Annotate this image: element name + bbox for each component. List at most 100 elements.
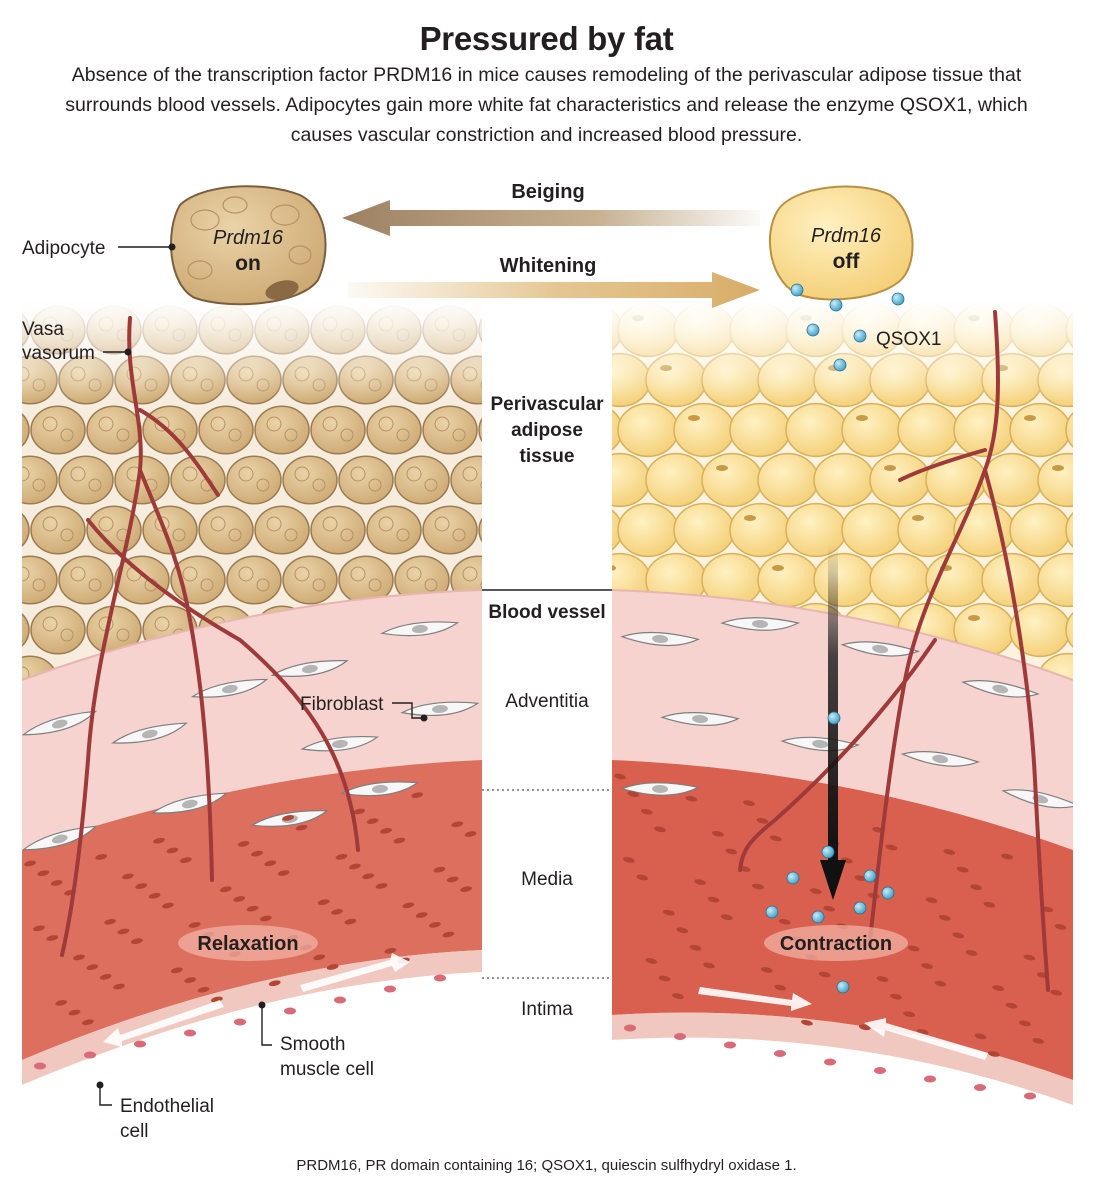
nucleus xyxy=(856,415,868,421)
smooth-muscle-nucleus xyxy=(95,854,108,860)
fibroblast-nucleus xyxy=(411,624,428,634)
beige-adipocyte xyxy=(22,413,30,447)
smooth-muscle-nucleus xyxy=(117,928,130,935)
lipid-droplet xyxy=(368,578,382,592)
right-panel xyxy=(612,300,1092,1145)
left-cell-state: on xyxy=(235,252,261,275)
smooth-muscle-nucleus xyxy=(170,967,183,974)
pvat-label-1: Perivascular xyxy=(490,394,604,415)
lipid-droplet xyxy=(480,480,482,490)
beige-adipocyte xyxy=(282,555,338,605)
smooth-muscle-nucleus xyxy=(640,808,653,815)
endothelial-nucleus xyxy=(84,1051,96,1059)
lipid-droplet xyxy=(480,580,482,590)
smooth-muscle-nucleus xyxy=(464,831,477,837)
smooth-muscle-nucleus xyxy=(1023,954,1036,961)
beige-adipocyte xyxy=(422,405,478,455)
smooth-muscle-nucleus xyxy=(818,971,831,978)
beige-adipocyte xyxy=(198,405,254,455)
smooth-muscle-nucleus xyxy=(743,800,755,807)
smooth-muscle-nucleus xyxy=(654,826,666,833)
lipid-droplet xyxy=(22,666,30,682)
pvat-label-3: tissue xyxy=(520,446,575,467)
smooth-muscle-nucleus xyxy=(876,976,889,982)
lipid-droplet xyxy=(462,566,478,582)
white-adipocyte xyxy=(673,502,735,558)
endothelial-nucleus xyxy=(724,1041,736,1049)
beige-adipocyte xyxy=(30,605,86,655)
lipid-droplet xyxy=(5,529,17,541)
lipid-droplet xyxy=(0,417,1,431)
smooth-muscle-nucleus xyxy=(326,964,339,970)
lipid-droplet xyxy=(424,578,438,592)
endothelial-nucleus xyxy=(384,985,396,993)
lipid-droplet xyxy=(200,578,214,592)
smooth-muscle-nucleus xyxy=(282,815,294,821)
endothelial-label-1: Endothelial xyxy=(120,1096,214,1117)
smooth-muscle-label-1: Smooth xyxy=(280,1034,345,1055)
smooth-muscle-nucleus xyxy=(703,962,715,969)
lipid-droplet xyxy=(491,417,505,431)
smooth-muscle-nucleus xyxy=(113,983,125,990)
nucleus xyxy=(612,565,616,571)
vasa-vasorum-left xyxy=(60,316,360,957)
intima-layer xyxy=(22,950,482,1085)
white-adipocyte xyxy=(701,452,763,508)
contraction-label-group: Contraction xyxy=(764,925,908,961)
white-adipocyte xyxy=(673,402,735,458)
endothelial-nucleus xyxy=(924,1075,936,1083)
fibroblast-label: Fibroblast xyxy=(300,694,384,715)
lipid-droplet xyxy=(210,416,226,432)
white-adipocyte xyxy=(925,552,987,608)
fibroblast-nucleus xyxy=(51,719,68,729)
smooth-muscle-nucleus xyxy=(712,830,724,837)
smooth-muscle-nucleus xyxy=(952,932,965,939)
fibroblast-nucleus xyxy=(752,619,769,629)
endothelial-nucleus xyxy=(974,1084,986,1092)
endothelial-nucleus xyxy=(234,1018,246,1026)
lipid-droplet xyxy=(0,517,1,531)
smooth-muscle-nucleus xyxy=(122,873,134,880)
lipid-droplet xyxy=(154,516,170,532)
smooth-muscle-nucleus xyxy=(925,897,938,904)
endothelial-nucleus xyxy=(824,1058,836,1066)
smooth-muscle-nucleus xyxy=(184,977,197,983)
lipid-droplet xyxy=(284,528,298,542)
smooth-muscle-nucleus xyxy=(188,922,201,928)
lipid-droplet xyxy=(5,429,17,441)
endothelial-nucleus xyxy=(1024,1092,1036,1100)
endothelial-nucleus xyxy=(134,1040,146,1048)
smooth-muscle-nucleus xyxy=(752,883,764,890)
beige-adipocyte xyxy=(226,555,282,605)
fibroblast-nucleus xyxy=(652,784,669,794)
smooth-muscle-nucleus xyxy=(331,909,343,915)
lipid-droplet xyxy=(378,416,394,432)
lipid-droplet xyxy=(509,529,521,541)
beige-adipocyte xyxy=(478,317,482,343)
beiging-label: Beiging xyxy=(511,181,584,203)
smooth-muscle-nucleus xyxy=(627,791,640,797)
smooth-muscle-nucleus xyxy=(685,795,698,802)
smooth-muscle-nucleus xyxy=(987,1051,1000,1057)
endothelial-nucleus xyxy=(284,1007,296,1015)
fibroblast-nucleus xyxy=(331,739,348,749)
smooth-muscle-nucleus xyxy=(264,860,277,867)
callouts xyxy=(99,246,422,1106)
white-adipocyte xyxy=(925,452,987,508)
smooth-muscle-nucleus xyxy=(689,945,702,951)
lipid-droplet xyxy=(98,416,114,432)
qsox1-flow-arrow-shaft xyxy=(828,545,838,865)
smooth-muscle-nucleus xyxy=(858,1024,871,1031)
adipocyte-prdm16-off: Prdm16 off xyxy=(768,185,914,301)
smooth-muscle-nucleus xyxy=(50,880,63,886)
smooth-muscle-nucleus xyxy=(778,918,791,925)
smooth-muscle-nucleus xyxy=(760,967,773,973)
nucleus xyxy=(1080,515,1092,521)
lipid-droplet xyxy=(228,428,242,442)
center-labels: Perivascular adipose tissue Blood vessel… xyxy=(482,394,612,1020)
lipid-droplet xyxy=(238,466,254,482)
lumen-right xyxy=(612,1037,1073,1145)
smooth-muscle-nucleus xyxy=(380,828,392,834)
vasa-label-2: vasorum xyxy=(22,343,95,364)
lipid-droplet xyxy=(256,478,270,492)
